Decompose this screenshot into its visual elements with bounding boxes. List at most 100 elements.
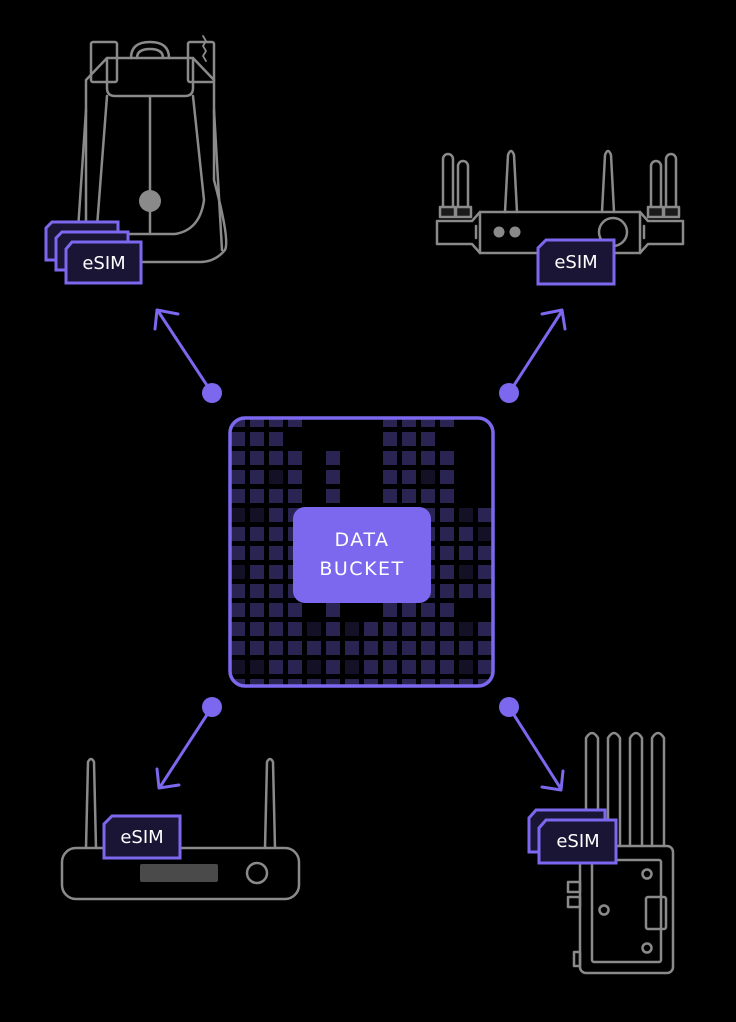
grid-cell — [269, 470, 283, 484]
grid-cell — [402, 451, 416, 465]
esim-card — [537, 818, 618, 865]
grid-cell — [383, 679, 397, 685]
antenna — [649, 159, 663, 212]
antenna — [503, 149, 519, 214]
grid-cell — [288, 603, 302, 617]
grid-cell — [421, 603, 435, 617]
grid-cell — [307, 660, 321, 674]
grid-cell — [288, 641, 302, 655]
grid-cell — [250, 565, 264, 579]
grid-cell — [269, 546, 283, 560]
grid-cell — [459, 679, 473, 685]
grid-cell — [231, 679, 245, 685]
grid-cell — [459, 546, 473, 560]
grid-cell — [497, 622, 511, 636]
power-button-icon — [245, 861, 269, 885]
grid-cell — [288, 622, 302, 636]
grid-cell — [497, 489, 511, 503]
grid-cell — [326, 470, 340, 484]
grid-cell — [402, 419, 416, 427]
backpack-button-icon — [139, 190, 161, 212]
grid-cell — [326, 603, 340, 617]
connector-dot — [499, 697, 519, 717]
grid-cell — [383, 432, 397, 446]
grid-cell — [250, 622, 264, 636]
grid-cell — [383, 660, 397, 674]
backpack-strap-right — [186, 40, 216, 84]
grid-cell — [231, 546, 245, 560]
grid-cell — [440, 451, 454, 465]
grid-cell — [269, 584, 283, 598]
grid-cell — [383, 419, 397, 427]
grid-cell — [497, 470, 511, 484]
antenna — [441, 152, 455, 212]
grid-cell — [250, 508, 264, 522]
grid-cell — [269, 660, 283, 674]
grid-cell — [288, 451, 302, 465]
grid-cell — [231, 419, 245, 427]
grid-cell — [269, 451, 283, 465]
grid-cell — [383, 641, 397, 655]
screw-icon — [641, 942, 653, 954]
connector-to-backpack — [153, 308, 222, 403]
grid-cell — [478, 679, 492, 685]
grid-cell — [516, 527, 530, 541]
grid-cell — [459, 641, 473, 655]
grid-cell — [478, 622, 492, 636]
grid-cell — [250, 527, 264, 541]
grid-cell — [440, 546, 454, 560]
grid-cell — [326, 622, 340, 636]
grid-cell — [478, 527, 492, 541]
backpack-strap-left — [89, 40, 119, 84]
arrowhead-icon — [540, 769, 565, 792]
grid-cell — [421, 622, 435, 636]
grid-cell — [269, 508, 283, 522]
grid-cell — [269, 419, 283, 427]
grid-cell — [516, 622, 530, 636]
grid-cell — [516, 679, 530, 693]
grid-cell — [250, 451, 264, 465]
grid-cell — [231, 603, 245, 617]
grid-cell — [288, 419, 302, 427]
grid-cell — [269, 622, 283, 636]
grid-cell — [440, 622, 454, 636]
grid-cell — [440, 603, 454, 617]
connector-to-home-router — [155, 697, 222, 790]
grid-cell — [307, 622, 321, 636]
grid-cell — [516, 584, 530, 598]
grid-cell — [288, 679, 302, 685]
grid-cell — [440, 419, 454, 427]
port-icon — [644, 895, 668, 931]
grid-cell — [497, 660, 511, 674]
bonded-modem-device — [566, 731, 675, 975]
grid-cell — [497, 603, 511, 617]
grid-cell — [440, 508, 454, 522]
grid-cell — [231, 451, 245, 465]
zipper-pull-icon — [202, 35, 207, 62]
grid-cell — [345, 660, 359, 674]
grid-cell — [288, 489, 302, 503]
grid-cell — [516, 660, 530, 674]
wide-router-device — [435, 149, 685, 255]
grid-cell — [250, 679, 264, 685]
grid-cell — [231, 565, 245, 579]
esim-label: eSIM — [82, 253, 125, 274]
grid-cell — [383, 603, 397, 617]
grid-cell — [231, 527, 245, 541]
grid-cell — [250, 489, 264, 503]
esim-card — [64, 240, 143, 285]
grid-cell — [250, 470, 264, 484]
data-bucket-label-line1: DATA — [334, 529, 390, 551]
grid-cell — [345, 679, 359, 685]
grid-cell — [459, 527, 473, 541]
grid-cell — [440, 679, 454, 685]
grid-cell — [516, 641, 530, 655]
connector-dot — [202, 697, 222, 717]
antenna — [606, 731, 622, 848]
grid-cell — [497, 641, 511, 655]
grid-cell — [478, 660, 492, 674]
led-icon — [493, 226, 505, 238]
grid-cell — [326, 641, 340, 655]
display-panel — [140, 864, 218, 882]
grid-cell — [326, 451, 340, 465]
